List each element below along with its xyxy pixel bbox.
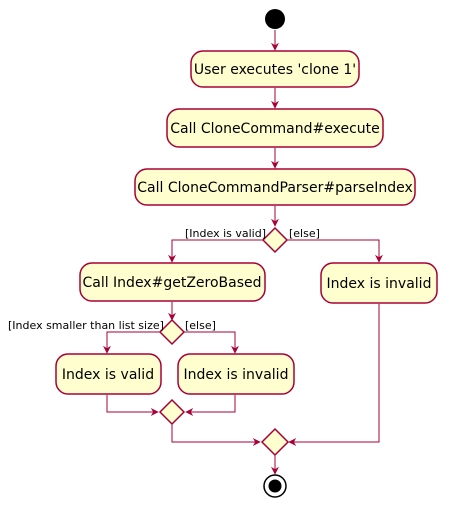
edge-decision-to-getzerobased: [168, 239, 263, 263]
activity-label-index-invalid-right: Index is invalid: [327, 276, 432, 292]
merge-inner: [158, 398, 186, 426]
activity-user-executes: User executes 'clone 1': [190, 50, 360, 88]
activity-index-valid: Index is valid: [55, 353, 162, 395]
edge-inner-decision-to-invalid: [184, 331, 239, 354]
activity-call-parse-index: Call CloneCommandParser#parseIndex: [134, 168, 416, 206]
decision-index-valid: [261, 226, 289, 254]
edge-inner-merge-to-final-merge: [171, 424, 261, 446]
end-node: [263, 474, 287, 498]
guard-index-is-valid: [Index is valid]: [185, 227, 266, 240]
guard-index-smaller: [Index smaller than list size]: [8, 319, 164, 332]
guard-else-outer: [else]: [289, 227, 320, 240]
activity-label-user-executes: User executes 'clone 1': [194, 62, 356, 78]
edge-decision-to-invalid-right: [287, 239, 383, 263]
activity-label-call-parse-index: Call CloneCommandParser#parseIndex: [137, 180, 412, 196]
activity-index-invalid-right: Index is invalid: [320, 262, 438, 304]
decision-index-smaller: [158, 318, 186, 346]
guard-else-inner: [else]: [185, 319, 216, 332]
activity-label-index-valid: Index is valid: [62, 367, 154, 383]
activity-label-call-get-zero-based: Call Index#getZeroBased: [82, 275, 261, 291]
activity-call-get-zero-based: Call Index#getZeroBased: [79, 262, 266, 302]
merge-final: [260, 427, 290, 457]
activity-label-index-invalid-inner: Index is invalid: [184, 367, 289, 383]
edge-invalid-inner-to-merge: [185, 395, 236, 416]
edge-inner-decision-to-valid: [103, 331, 160, 354]
activity-call-execute: Call CloneCommand#execute: [166, 108, 384, 148]
activity-index-invalid-inner: Index is invalid: [177, 353, 295, 395]
activity-label-call-execute: Call CloneCommand#execute: [170, 121, 380, 137]
start-node: [265, 9, 285, 29]
edge-valid-to-merge: [106, 395, 159, 416]
edge-invalid-right-to-final-merge: [288, 304, 380, 446]
edges: [103, 30, 383, 475]
